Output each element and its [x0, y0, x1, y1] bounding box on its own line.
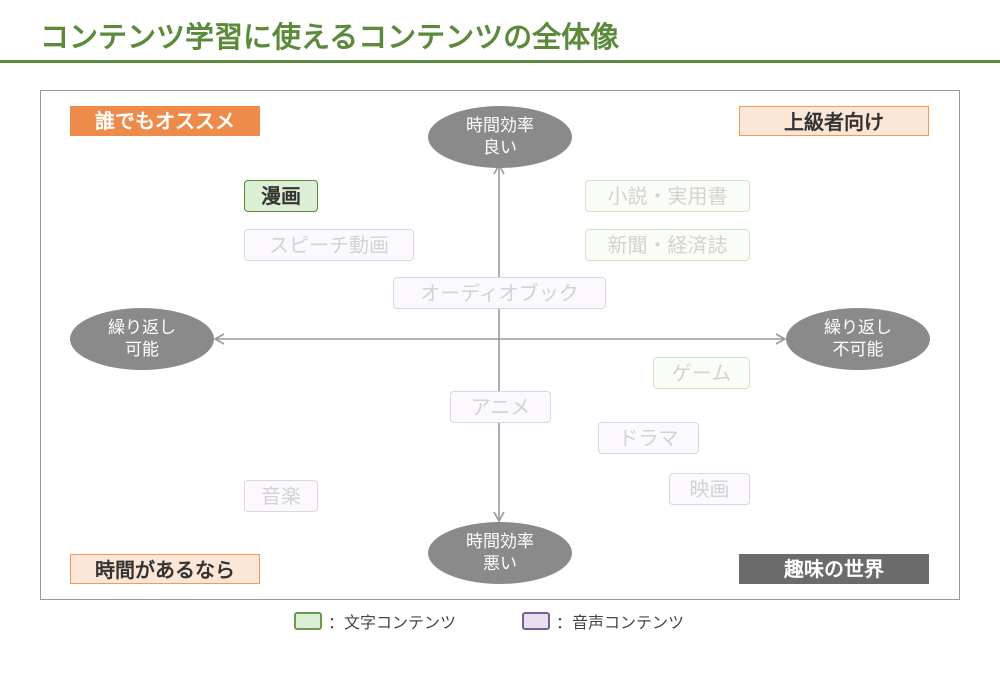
- axis-top-line1: 時間効率: [466, 116, 534, 136]
- axis-right-line1: 繰り返し: [824, 318, 892, 338]
- legend-text: ：文字コンテンツ: [294, 610, 456, 632]
- item-novel: 小説・実用書: [585, 180, 750, 212]
- item-manga: 漫画: [244, 180, 318, 212]
- axis-left-line2: 可能: [125, 340, 159, 360]
- axis-bottom-line2: 悪い: [483, 554, 517, 574]
- corner-hobby: 趣味の世界: [739, 554, 929, 584]
- axis-label-bottom: 時間効率 悪い: [428, 522, 572, 584]
- item-speech-video: スピーチ動画: [244, 229, 414, 261]
- corner-advanced: 上級者向け: [739, 106, 929, 136]
- legend-audio: ：音声コンテンツ: [522, 610, 684, 632]
- item-newspaper: 新聞・経済誌: [585, 229, 750, 261]
- legend-audio-label: ：音声コンテンツ: [556, 613, 685, 632]
- corner-if-time: 時間があるなら: [70, 554, 260, 584]
- legend-audio-swatch: [522, 612, 550, 630]
- axis-label-top: 時間効率 良い: [428, 106, 572, 168]
- axis-left-line1: 繰り返し: [108, 318, 176, 338]
- item-music: 音楽: [244, 480, 318, 512]
- axis-bottom-line1: 時間効率: [466, 532, 534, 552]
- title-underline: [0, 60, 1000, 63]
- page-title: コンテンツ学習に使えるコンテンツの全体像: [40, 20, 620, 54]
- item-drama: ドラマ: [598, 422, 699, 454]
- item-audiobook: オーディオブック: [393, 277, 606, 309]
- item-game: ゲーム: [653, 357, 750, 389]
- item-movie: 映画: [669, 473, 750, 505]
- axis-top-line2: 良い: [483, 138, 517, 158]
- legend-text-swatch: [294, 612, 322, 630]
- corner-recommended: 誰でもオススメ: [70, 106, 260, 136]
- item-anime: アニメ: [450, 391, 551, 423]
- axis-label-left: 繰り返し 可能: [70, 308, 214, 370]
- diagram-frame: [40, 90, 960, 600]
- legend-text-label: ：文字コンテンツ: [328, 613, 457, 632]
- axis-right-line2: 不可能: [832, 340, 884, 360]
- axis-label-right: 繰り返し 不可能: [786, 308, 930, 370]
